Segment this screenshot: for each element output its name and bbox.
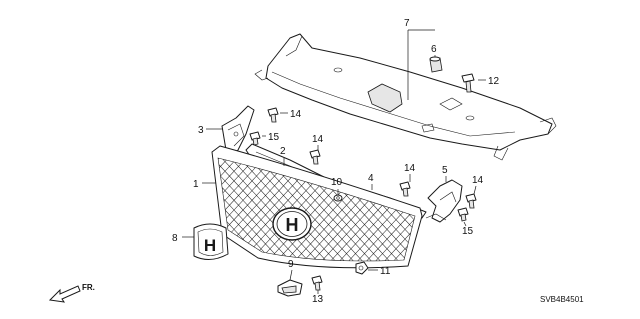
grille-mesh-line	[402, 158, 415, 261]
grille-mesh-line	[70, 140, 200, 280]
callout-9: 9	[288, 259, 294, 270]
grille-mesh-line	[312, 158, 415, 261]
grille-mesh-line	[52, 140, 182, 280]
right-bracket-part-5	[425, 179, 463, 223]
front-direction-indicator: FR.	[48, 283, 95, 303]
nut-part-11	[355, 261, 369, 275]
emblem-letter: H	[204, 236, 216, 255]
screw-part-14-a	[267, 107, 279, 123]
front-arrow-icon	[48, 285, 81, 303]
callout-2: 2	[280, 146, 286, 157]
callout-4: 4	[368, 173, 374, 184]
screw-part-14-b	[309, 149, 321, 165]
callout-15-a: 15	[268, 132, 280, 143]
screw-part-14-c	[399, 181, 411, 197]
grille-emblem-letter: H	[286, 215, 299, 235]
front-grille-part-1: H	[52, 140, 423, 280]
callout-labels: 7 6 12 3 14 15 2 14 1 10 4 14 5 14 15 8 …	[172, 18, 500, 305]
grille-mesh-line	[218, 158, 255, 261]
leader-lines	[182, 29, 486, 294]
callout-14-a: 14	[290, 109, 302, 120]
callout-14-c: 14	[404, 163, 416, 174]
grille-mesh-line	[79, 140, 209, 280]
screw-part-15-b	[457, 207, 469, 222]
grille-mesh-line	[402, 158, 415, 261]
grille-mesh-line	[218, 158, 219, 261]
callout-5: 5	[442, 165, 448, 176]
grille-mesh-line	[218, 158, 219, 261]
callout-6: 6	[431, 44, 437, 55]
callout-15-b: 15	[462, 226, 474, 237]
callout-7: 7	[404, 18, 410, 29]
emblem-part-8: H	[193, 223, 229, 260]
clip-part-6	[429, 56, 443, 73]
callout-11: 11	[380, 266, 391, 277]
screw-part-13	[311, 275, 323, 291]
screw-part-14-d	[465, 193, 477, 209]
screw-part-12	[461, 73, 475, 93]
grille-mesh-line	[70, 140, 200, 280]
grommet-part-10	[333, 194, 343, 202]
callout-13: 13	[312, 294, 324, 305]
grille-mesh-line	[411, 158, 415, 261]
callout-14-d: 14	[472, 175, 484, 186]
callout-1: 1	[193, 179, 199, 190]
grille-mesh-line	[411, 158, 415, 261]
callout-12: 12	[488, 76, 500, 87]
callout-10: 10	[331, 177, 343, 188]
screw-part-15-a	[249, 131, 261, 146]
diagram-code: SVB4B4501	[540, 295, 584, 304]
grille-mesh-line	[52, 140, 182, 280]
grille-mesh-line	[366, 158, 415, 261]
grille-mesh-line	[218, 158, 246, 261]
grille-mesh-line	[375, 158, 415, 261]
grille-mesh-line	[321, 158, 415, 261]
callout-8: 8	[172, 233, 178, 244]
clip-part-9	[277, 279, 303, 297]
grille-emblem: H	[272, 207, 312, 241]
front-direction-label: FR.	[82, 283, 95, 292]
grille-mesh-line	[61, 140, 191, 280]
grille-mesh-line	[61, 140, 191, 280]
grille-mesh-line	[79, 140, 209, 280]
grille-mesh-line	[357, 158, 415, 261]
callout-3: 3	[198, 125, 204, 136]
upper-cover-part-7	[254, 33, 557, 161]
callout-14-b: 14	[312, 134, 324, 145]
